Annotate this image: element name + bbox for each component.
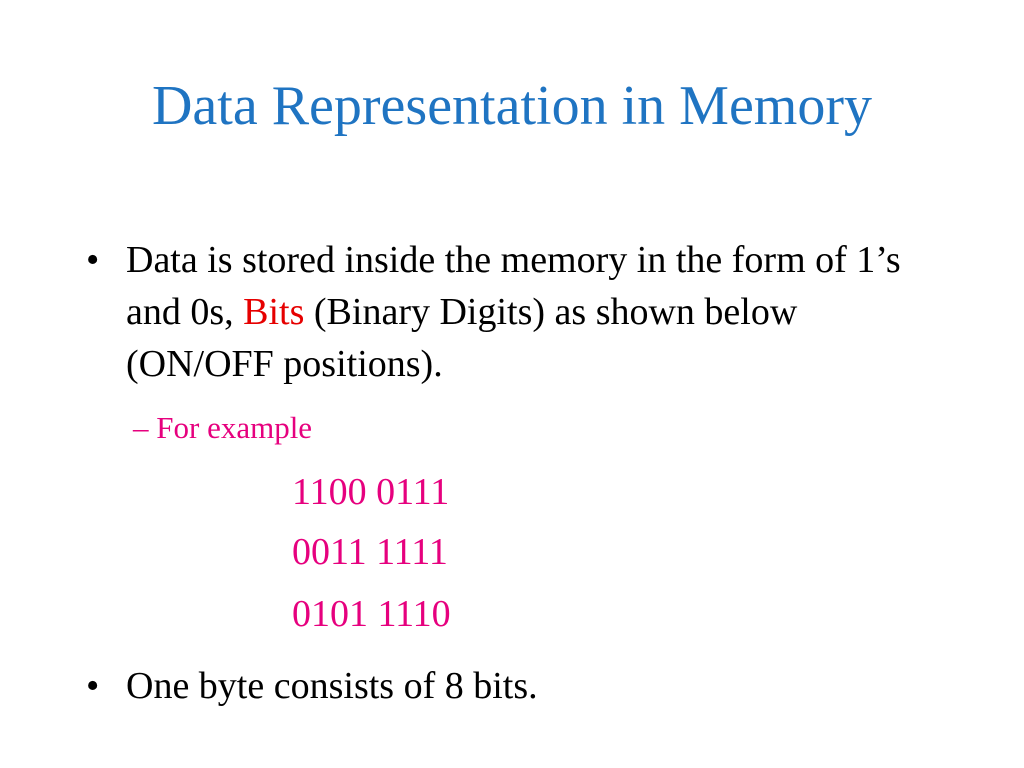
bullet-item: • One byte consists of 8 bits. bbox=[86, 660, 946, 712]
sub-bullet: – For example bbox=[133, 408, 312, 448]
bullet-text: Data is stored inside the memory in the … bbox=[126, 234, 946, 390]
bullet-text-part: (Binary Digits) as shown below (ON/OFF p… bbox=[126, 291, 798, 385]
bullet-marker: • bbox=[86, 665, 100, 707]
bits-highlight: Bits bbox=[243, 291, 305, 333]
bullet-text: One byte consists of 8 bits. bbox=[126, 665, 538, 707]
sub-bullet-text: For example bbox=[156, 410, 313, 445]
binary-example: 1100 0111 bbox=[292, 471, 450, 513]
bullet-text-part: Data is stored inside the memory in the … bbox=[126, 239, 901, 333]
bullet-marker: • bbox=[86, 239, 100, 281]
slide-title: Data Representation in Memory bbox=[151, 75, 872, 137]
binary-example: 0011 1111 bbox=[292, 531, 448, 573]
bullet-item: • Data is stored inside the memory in th… bbox=[86, 234, 946, 390]
binary-example: 0101 1110 bbox=[292, 593, 451, 635]
sub-bullet-marker: – bbox=[133, 410, 149, 445]
